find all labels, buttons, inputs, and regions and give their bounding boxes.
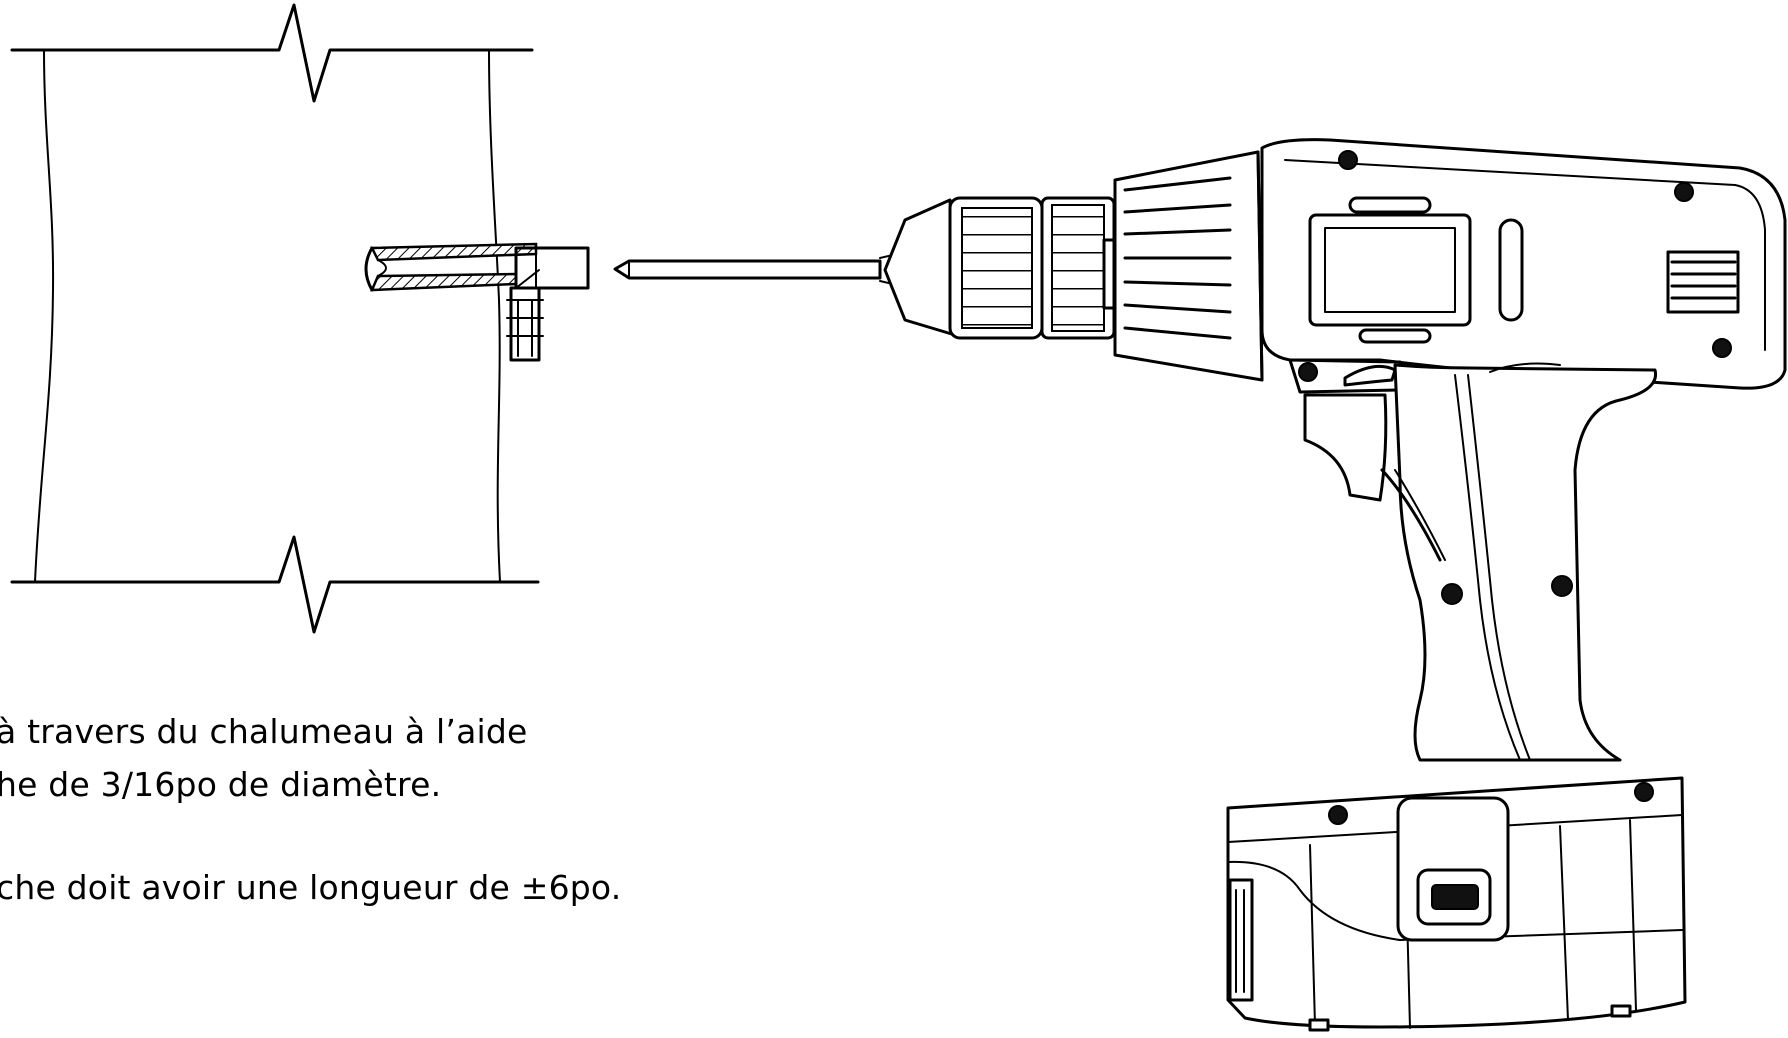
cordless-drill-icon (883, 138, 1787, 1032)
drill-bit-icon (613, 251, 906, 288)
instruction-line-3: che doit avoir une longueur de ±6po. (0, 868, 622, 907)
fitting-icon (364, 242, 590, 362)
instruction-line-1: à travers du chalumeau à l’aide (0, 712, 528, 751)
instruction-line-2: he de 3/16po de diamètre. (0, 765, 442, 804)
pipe-section-icon (10, 3, 540, 634)
